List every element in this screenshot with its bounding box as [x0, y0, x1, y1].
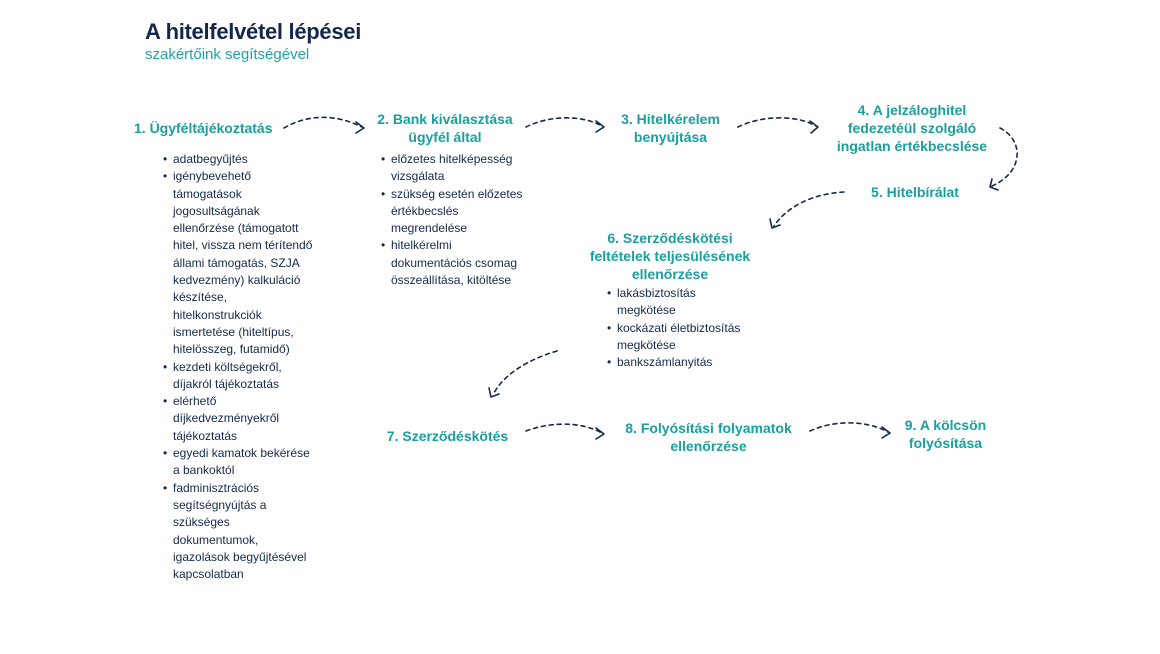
arrowhead-4: [989, 178, 999, 191]
arrow-8-to-9: [809, 422, 889, 433]
step-6-label: 6. Szerződéskötési feltételek teljesülés…: [589, 230, 751, 282]
arrowhead-7: [595, 427, 605, 440]
arrow-3-to-4: [737, 117, 817, 128]
page-subtitle: szakértőink segítségével: [145, 46, 310, 63]
step-2-label: 2. Bank kiválasztása ügyfél által: [377, 111, 513, 145]
arrowhead-5: [769, 218, 781, 229]
step-1-bullet: adatbegyűjtés: [163, 151, 313, 169]
arrowhead-2: [595, 120, 605, 133]
arrowhead-8: [881, 426, 891, 439]
arrow-2-to-3: [525, 117, 603, 128]
step-1-label: 1. Ügyféltájékoztatás: [134, 120, 273, 136]
step-8-label: 8. Folyósítási folyamatok ellenőrzése: [625, 420, 792, 454]
step-6-bullet: lakásbiztosítás megkötése: [607, 285, 757, 320]
arrow-6-to-7: [492, 350, 558, 396]
step-1-bullet: egyedi kamatok bekérése a bankoktól: [163, 445, 313, 480]
arrow-4-to-5: [991, 127, 1018, 187]
step-9-label: 9. A kölcsön folyósítása: [904, 417, 987, 451]
step-1-bullet: kezdeti költségekről, díjakról tájékozta…: [163, 359, 313, 394]
step-6-bullet: kockázati életbiztosítás megkötése: [607, 320, 757, 355]
step-7-label: 7. Szerződéskötés: [386, 428, 509, 444]
step-2-bullet: szükség esetén előzetes értékbecslés meg…: [381, 186, 531, 238]
step-1-bullet: igénybevehető támogatások jogosultságána…: [163, 168, 313, 358]
step-6-bullets: lakásbiztosítás megkötése kockázati élet…: [607, 285, 757, 372]
step-6-bullet: bankszámlanyitás: [607, 354, 757, 372]
step-1-bullet: fadminisztrációs segítségnyújtás a szüks…: [163, 480, 313, 584]
page-title: A hitelfelvétel lépései: [145, 19, 362, 44]
arrow-5-to-6: [773, 191, 845, 227]
step-4-label: 4. A jelzáloghitel fedezetéül szolgáló i…: [836, 102, 988, 154]
step-2-bullet: hitelkérelmi dokumentációs csomag összeá…: [381, 237, 531, 289]
arrow-7-to-8: [525, 423, 603, 434]
step-5-label: 5. Hitelbírálat: [871, 184, 959, 200]
step-1-bullets: adatbegyűjtés igénybevehető támogatások …: [163, 151, 313, 583]
step-2-bullet: előzetes hitelképesség vizsgálata: [381, 151, 531, 186]
arrow-1-to-2: [283, 116, 363, 129]
step-1-bullet: elérhető díjkedvezményekről tájékoztatás: [163, 393, 313, 445]
arrowhead-3: [809, 120, 819, 134]
arrowhead-1: [355, 121, 365, 134]
step-3-label: 3. Hitelkérelem benyújtása: [621, 111, 720, 145]
step-2-bullets: előzetes hitelképesség vizsgálata szüksé…: [381, 151, 531, 289]
arrowhead-6: [488, 387, 500, 398]
